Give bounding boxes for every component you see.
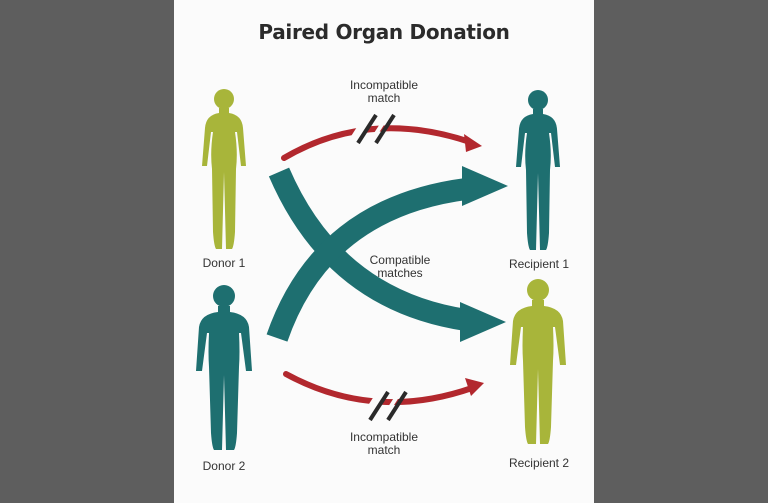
donor-2-label: Donor 2 xyxy=(202,459,246,473)
broken-match-mark-top xyxy=(348,112,396,146)
compatible-arrow-donor1-to-recipient2 xyxy=(268,167,506,342)
compatible-matches-label: Compatible matches xyxy=(369,253,431,280)
diagram-title: Paired Organ Donation xyxy=(258,20,510,44)
incompatible-match-label-bottom: Incompatible match xyxy=(349,430,419,457)
recipient-1-label: Recipient 1 xyxy=(508,257,570,271)
recipient-2-figure xyxy=(510,279,566,444)
compatible-arrow-donor2-to-recipient1 xyxy=(266,166,508,342)
incompatible-arrow-top xyxy=(281,125,482,161)
donor-2-figure xyxy=(196,285,252,450)
paired-donation-diagram xyxy=(196,89,566,450)
donor-1-label: Donor 1 xyxy=(202,256,246,270)
incompatible-match-label-top: Incompatible match xyxy=(349,78,419,105)
diagram-panel: Paired Organ Donation Incompatible match… xyxy=(174,0,594,503)
recipient-2-label: Recipient 2 xyxy=(508,456,570,470)
broken-match-mark-bottom xyxy=(360,389,408,423)
donor-1-figure xyxy=(202,89,246,249)
recipient-1-figure xyxy=(516,90,560,250)
